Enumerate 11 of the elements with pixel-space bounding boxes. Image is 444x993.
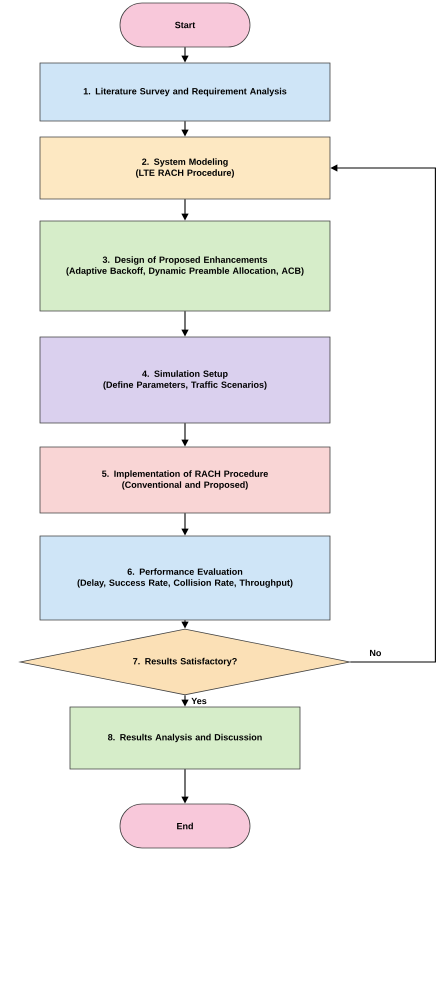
process-box: 4. Simulation Setup (Define Parameters, Traffic Scenarios) <box>40 336 330 424</box>
start-terminal: Start <box>120 2 250 48</box>
end-terminal: End <box>120 804 250 848</box>
process-box: 8. Results Analysis and Discussion <box>70 706 300 770</box>
edge-label: No <box>368 648 382 658</box>
process-box: 2. System Modeling (LTE RACH Procedure) <box>40 136 330 200</box>
process-box: 6. Performance Evaluation (Delay, Success Rate, Collision Rate, Throughput) <box>40 536 330 620</box>
process-box: 5. Implementation of RACH Procedure (Conventional and Proposed) <box>40 446 330 514</box>
edge-label: Yes <box>190 696 208 706</box>
process-box: 3. Design of Proposed Enhancements (Adaptive Backoff, Dynamic Preamble Allocation, ACB) <box>40 220 330 312</box>
process-box: 1. Literature Survey and Requirement Analysis <box>40 62 330 122</box>
